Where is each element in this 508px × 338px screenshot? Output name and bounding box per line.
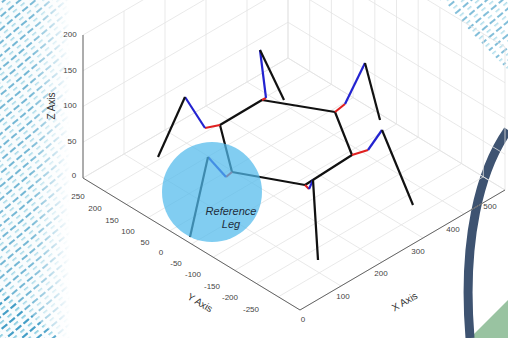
grid-line: [288, 0, 289, 58]
tick-label: 150: [63, 67, 76, 75]
grid-line: [396, 0, 397, 124]
grid-line: [288, 58, 505, 190]
grid-line: [300, 190, 505, 310]
grid-line: [288, 0, 289, 58]
callout-text: Reference Leg: [202, 205, 260, 231]
grid-line: [374, 0, 375, 111]
axis-title: Z Axis: [47, 92, 57, 119]
tick-label: 0: [72, 172, 76, 180]
tick-label: -200: [222, 294, 238, 302]
tick-label: 50: [68, 138, 77, 146]
tick-label: 250: [71, 193, 84, 201]
grid-line: [83, 0, 288, 35]
tick-label: 200: [88, 205, 101, 213]
tick-label: -50: [170, 260, 182, 268]
tick-label: 100: [121, 228, 134, 236]
grid-line: [418, 0, 419, 137]
tick-label: 200: [374, 270, 387, 278]
grid-line: [235, 150, 440, 270]
grid-line: [83, 0, 288, 107]
tick-label: 150: [105, 217, 118, 225]
grid-line: [353, 0, 354, 98]
grid-line: [83, 0, 288, 71]
axis-title: X Axis: [390, 291, 419, 314]
tick-label: 200: [63, 31, 76, 39]
tick-label: 500: [483, 203, 496, 211]
callout-circle: Reference Leg: [162, 142, 262, 242]
tick-label: 100: [336, 293, 349, 301]
grid-line: [288, 0, 505, 47]
tick-label: 300: [411, 248, 424, 256]
tick-label: -150: [204, 283, 220, 291]
grid-line: [288, 22, 505, 154]
tick-label: 100: [63, 102, 76, 110]
tick-label: 50: [141, 239, 150, 247]
grid-line: [83, 35, 84, 178]
grid-line: [247, 0, 248, 82]
grid-line: [83, 22, 288, 142]
grid-line: [288, 0, 505, 83]
tick-label: -100: [185, 271, 201, 279]
grid-line: [206, 0, 207, 106]
grid-line: [165, 0, 166, 130]
axis-title: Y Axis: [186, 292, 215, 315]
grid-line: [278, 177, 483, 297]
tick-label: 0: [301, 316, 305, 324]
tick-label: -250: [243, 306, 259, 314]
grid-line: [288, 0, 505, 119]
tick-label: 0: [159, 249, 163, 257]
tick-label: 400: [446, 226, 459, 234]
